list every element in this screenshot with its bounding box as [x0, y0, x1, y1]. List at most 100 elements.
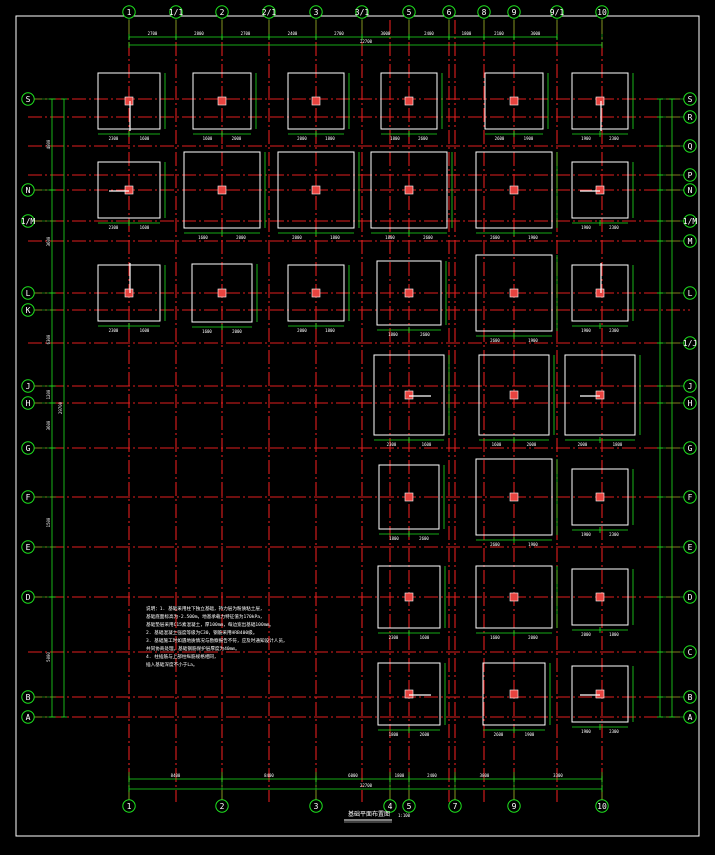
dimension-value: 8400: [171, 773, 181, 778]
axis-bubble-label: G: [26, 444, 31, 453]
top-axis-bubble: 8: [477, 5, 491, 19]
dimension-value: 2700: [334, 31, 344, 36]
footing-dimension-value: 1900: [528, 338, 538, 343]
axis-bubble-circle: [215, 5, 229, 19]
drawing-title: 基础平面布置图: [348, 810, 390, 818]
left-axis-bubble: J: [21, 379, 35, 393]
footing-dimension-value: 1800: [325, 136, 335, 141]
footing-dimension-value: 1900: [528, 235, 538, 240]
axis-bubble-label: D: [688, 593, 693, 602]
footing-dimension-value: 1900: [581, 729, 591, 734]
axis-bubble-circle: [595, 5, 609, 19]
column-section: [509, 390, 519, 400]
column-section: [404, 390, 414, 400]
axis-bubble-label: D: [26, 593, 31, 602]
column-section: [217, 288, 227, 298]
axis-bubble-label: F: [26, 493, 31, 502]
axis-bubble-label: A: [688, 713, 693, 722]
footing-dimension-value: 2000: [578, 442, 588, 447]
dimension-value: 5000: [46, 652, 51, 662]
top-axis-bubble: 1/1: [169, 5, 183, 19]
note-line-3: 基础垫层采用C15素混凝土，厚100mm，每边宽出基础100mm。: [146, 621, 274, 628]
top-axis-bubble: 10: [595, 5, 609, 19]
dimension-value: 2100: [494, 31, 504, 36]
axis-bubble-circle: [683, 645, 697, 659]
axis-bubble-label: C: [688, 648, 693, 657]
left-axis-bubble: F: [21, 490, 35, 504]
axis-bubble-label: R: [688, 113, 693, 122]
footing-outline: [377, 565, 441, 629]
column-section: [217, 96, 227, 106]
dimension-value: 6300: [46, 334, 51, 344]
axis-bubble-circle: [402, 5, 416, 19]
dimension-lines: [34, 19, 684, 800]
footing-dimension-value: 1600: [422, 442, 432, 447]
dimension-value: 3800: [480, 773, 490, 778]
footing-outline: [571, 161, 629, 219]
axis-bubble-circle: [683, 168, 697, 182]
dimension-value: 2800: [194, 31, 204, 36]
axis-bubble-circle: [21, 303, 35, 317]
left-axis-bubble: G: [21, 441, 35, 455]
axis-bubble-circle: [683, 379, 697, 393]
right-axis-bubble: 1/M: [683, 214, 697, 228]
footing-outline: [97, 161, 161, 219]
axis-bubble-circle: [402, 799, 416, 813]
note-line-8: 插入基础深度不小于La。: [146, 661, 197, 668]
bottom-axis-bubble: 4: [383, 799, 397, 813]
note-line-2: 基础底面标高为-2.500m，地基承载力特征值为170kPa，: [146, 613, 265, 620]
axis-bubble-label: 1/J: [683, 339, 697, 348]
axis-bubble-circle: [683, 490, 697, 504]
right-axis-bubble: J: [683, 379, 697, 393]
dimension-value: 3600: [46, 420, 51, 430]
axis-bubble-label: 2: [220, 802, 225, 811]
column-section: [404, 288, 414, 298]
axis-bubble-label: 7: [453, 802, 458, 811]
axis-bubble-label: N: [26, 186, 31, 195]
axis-bubble-circle: [169, 5, 183, 19]
footing-dimension-value: 2000: [236, 235, 246, 240]
footing-dimension-value: 1900: [581, 225, 591, 230]
right-axis-bubble: L: [683, 286, 697, 300]
axis-bubble-label: K: [26, 306, 31, 315]
axis-bubble-circle: [309, 799, 323, 813]
footing-outline: [484, 72, 544, 130]
axis-bubble-label: 9: [512, 8, 517, 17]
axis-bubble-circle: [21, 286, 35, 300]
right-axis-bubble: E: [683, 540, 697, 554]
axis-bubble-label: S: [688, 95, 693, 104]
axis-bubble-label: N: [688, 186, 693, 195]
footing-dimension-value: 2000: [232, 136, 242, 141]
top-axis-bubble: 9/1: [550, 5, 564, 19]
column-section: [509, 288, 519, 298]
drawing-scale: 1:100: [398, 813, 411, 818]
top-axis-bubble: 2: [215, 5, 229, 19]
axis-bubble-label: B: [26, 693, 31, 702]
axis-bubble-circle: [442, 5, 456, 19]
top-total-dimension: 22700: [360, 39, 373, 44]
dimension-value: 2700: [148, 31, 158, 36]
footing-dimension-value: 1600: [490, 635, 500, 640]
axis-bubble-circle: [683, 92, 697, 106]
footing-outline: [571, 568, 629, 626]
axis-gridlines: [28, 20, 690, 802]
footing-dimension-value: 2000: [232, 329, 242, 334]
column-section: [124, 185, 134, 195]
axis-bubble-label: 3: [314, 802, 319, 811]
right-axis-bubble: M: [683, 234, 697, 248]
left-axis-bubble: D: [21, 590, 35, 604]
axis-bubble-label: 9: [512, 802, 517, 811]
axis-bubble-circle: [21, 710, 35, 724]
note-line-4: 2. 基础混凝土强度等级为C30，钢筋采用HRB400级。: [146, 629, 257, 636]
top-axis-bubble: 9: [507, 5, 521, 19]
footing-outline: [378, 464, 440, 530]
